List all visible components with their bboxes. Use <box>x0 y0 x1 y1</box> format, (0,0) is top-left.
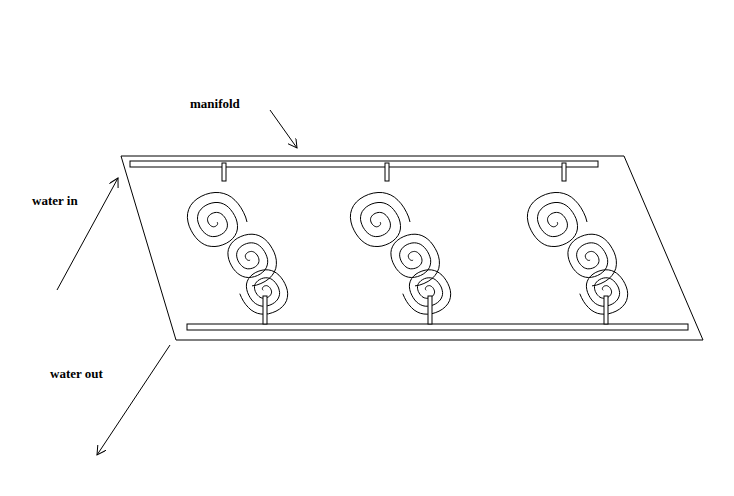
label: water in <box>32 193 78 209</box>
bottom-connector <box>428 296 432 324</box>
panel-outline <box>121 156 703 340</box>
bottom-connector <box>604 296 608 324</box>
coil-spiral <box>403 270 451 314</box>
coil-groups <box>187 163 627 324</box>
top-connector <box>385 163 389 181</box>
water-out-arrow <box>97 345 170 455</box>
top-manifold <box>130 161 598 167</box>
top-connector <box>562 163 566 181</box>
bottom-connector <box>263 296 267 324</box>
manifold-arrow <box>270 110 297 148</box>
top-connector <box>222 163 226 181</box>
label: manifold <box>190 96 240 112</box>
label: water out <box>50 366 103 382</box>
bottom-manifold <box>187 324 688 330</box>
